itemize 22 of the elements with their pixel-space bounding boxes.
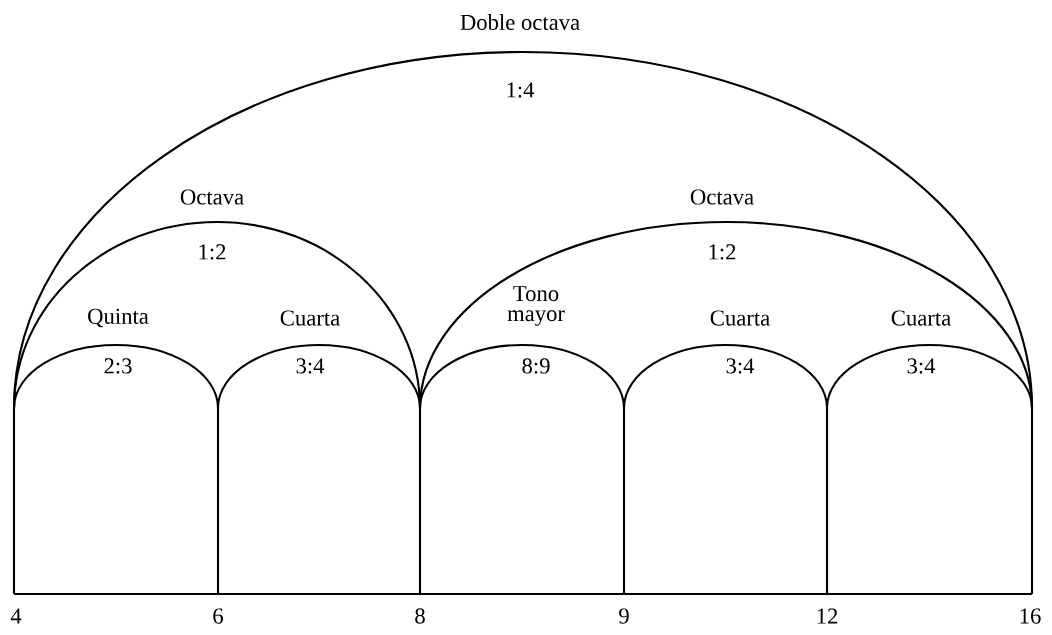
ratio-label: 3:4: [726, 358, 755, 374]
arc-label: Cuarta: [280, 310, 340, 326]
ratio-label: 1:2: [709, 244, 736, 260]
arc-label: Doble octava: [460, 14, 580, 30]
axis-number: 6: [213, 608, 223, 624]
ratio-label: 3:4: [296, 358, 325, 374]
arc-label: Cuarta: [710, 310, 770, 326]
axis-number: 12: [817, 608, 838, 624]
axis-number: 9: [619, 608, 629, 624]
arc-label: Cuarta: [891, 310, 951, 326]
arc-label: Quinta: [88, 308, 149, 328]
axis-number: 16: [1020, 608, 1041, 624]
arc-label: Octava: [180, 189, 244, 205]
ratio-label: 2:3: [104, 358, 132, 374]
axis-number: 8: [415, 608, 425, 624]
arc-label: Octava: [690, 189, 754, 205]
ratio-label: 1:2: [199, 244, 226, 260]
ratio-label: 3:4: [907, 358, 936, 374]
ratio-label: 8:9: [522, 358, 550, 374]
ratio-label: 1:4: [507, 82, 535, 98]
arc-label: Tono mayor: [507, 286, 565, 326]
axis-number: 4: [10, 608, 22, 624]
